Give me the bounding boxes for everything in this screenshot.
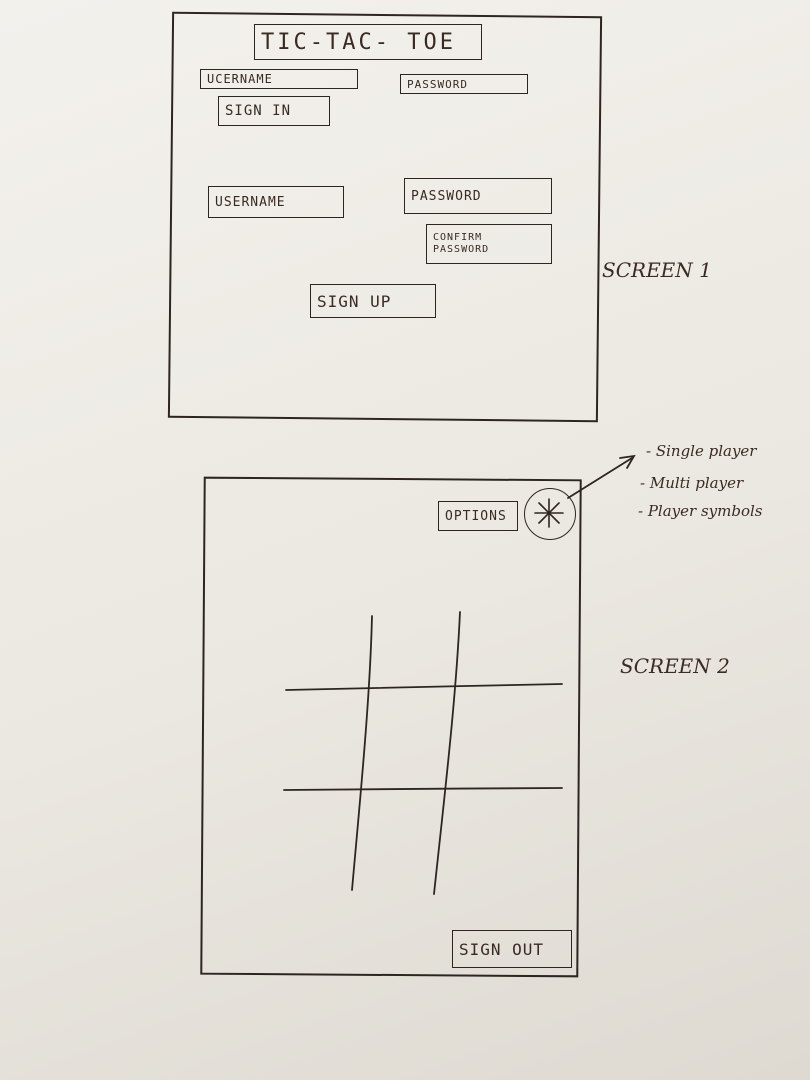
signin-button[interactable]: SIGN IN (218, 96, 330, 126)
note-multi-player: - Multi player (640, 474, 744, 492)
app-title: TIC-TAC- TOE (254, 24, 482, 60)
note-player-symbols: - Player symbols (638, 502, 763, 520)
signup-username-input[interactable]: USERNAME (208, 186, 344, 218)
signup-button[interactable]: SIGN UP (310, 284, 436, 318)
signin-password-input[interactable]: PASSWORD (400, 74, 528, 94)
screen1-caption: SCREEN 1 (602, 258, 712, 282)
signup-password-input[interactable]: PASSWORD (404, 178, 552, 214)
note-single-player: - Single player (646, 442, 757, 460)
options-button[interactable]: OPTIONS (438, 501, 518, 531)
asterisk-gear-icon[interactable] (524, 488, 576, 540)
tictactoe-board[interactable] (286, 612, 564, 894)
signup-confirm-password-input[interactable]: CONFIRM PASSWORD (426, 224, 552, 264)
signin-username-input[interactable]: UCERNAME (200, 69, 358, 89)
signout-button[interactable]: SIGN OUT (452, 930, 572, 968)
screen2-caption: SCREEN 2 (620, 654, 730, 678)
